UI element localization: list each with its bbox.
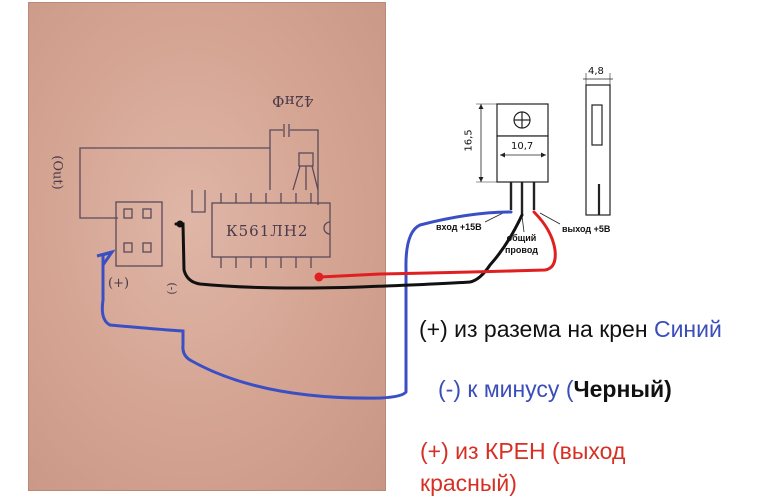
black-wire-dot — [176, 220, 184, 228]
sketch-cap-lead-right — [290, 129, 319, 205]
pin-output-label: выход +5В — [562, 224, 611, 234]
sketch-chip-body — [211, 202, 331, 258]
sketch-minus-label: (-) — [165, 282, 179, 295]
sketch-component-leads — [292, 165, 319, 191]
blue-wire-arrow — [96, 249, 116, 266]
sketch-capacitor-label: 42нФ — [272, 92, 314, 110]
dim-width-label: 10,7 — [511, 141, 534, 152]
leader-common — [521, 215, 525, 233]
legend-black-prefix: (-) к минусу ( — [438, 376, 574, 402]
sketch-connector-pin — [123, 208, 133, 219]
sketch-chip-notch — [323, 221, 331, 235]
red-wire-dot — [314, 272, 324, 282]
pin-common-label: общий провод — [505, 233, 538, 255]
sketch-photo — [28, 2, 386, 491]
sketch-connector-pin — [123, 242, 133, 253]
sketch-connector — [115, 201, 163, 267]
blue-wire — [100, 210, 513, 400]
dim-thickness-label: 4,8 — [588, 66, 604, 77]
red-wire — [318, 210, 557, 279]
sketch-out-label: (Out) — [49, 155, 65, 190]
sketch-small-component — [298, 152, 314, 167]
legend-black-color: Черный) — [573, 376, 672, 402]
legend-black: (-) к минусу (Черный) — [438, 376, 672, 403]
pin-leaders — [484, 212, 561, 233]
legend-red-line1: (+) из КРЕН (выход — [420, 438, 626, 464]
dim-height-label: 16,5 — [463, 129, 475, 152]
legend-blue-color: Синий — [653, 316, 722, 342]
sketch-pin-marker — [191, 190, 206, 213]
sketch-cap-lead-left — [269, 129, 283, 148]
legend-blue: (+) из разема на крен Синий — [419, 316, 722, 343]
pencil-sketch — [79, 124, 331, 268]
leader-output — [539, 212, 561, 225]
sketch-connector-pin — [142, 242, 152, 253]
sketch-plus-label: (+) — [108, 276, 130, 291]
regulator-drawing — [476, 73, 613, 216]
legend-red-line2: красный) — [420, 470, 517, 496]
legend-blue-prefix: (+) из разема на крен — [419, 316, 654, 342]
sketch-connector-pin — [142, 208, 152, 219]
regulator-pins — [509, 182, 536, 214]
leader-input — [484, 212, 504, 223]
sketch-loop-wire — [79, 147, 271, 219]
pin-input-label: вход +15В — [436, 222, 482, 232]
sketch-chip-label: К561ЛН2 — [226, 222, 309, 240]
black-wire — [174, 213, 524, 290]
sketch-chip-bottom-pins — [220, 257, 312, 268]
sketch-chip-top-pins — [220, 193, 312, 203]
